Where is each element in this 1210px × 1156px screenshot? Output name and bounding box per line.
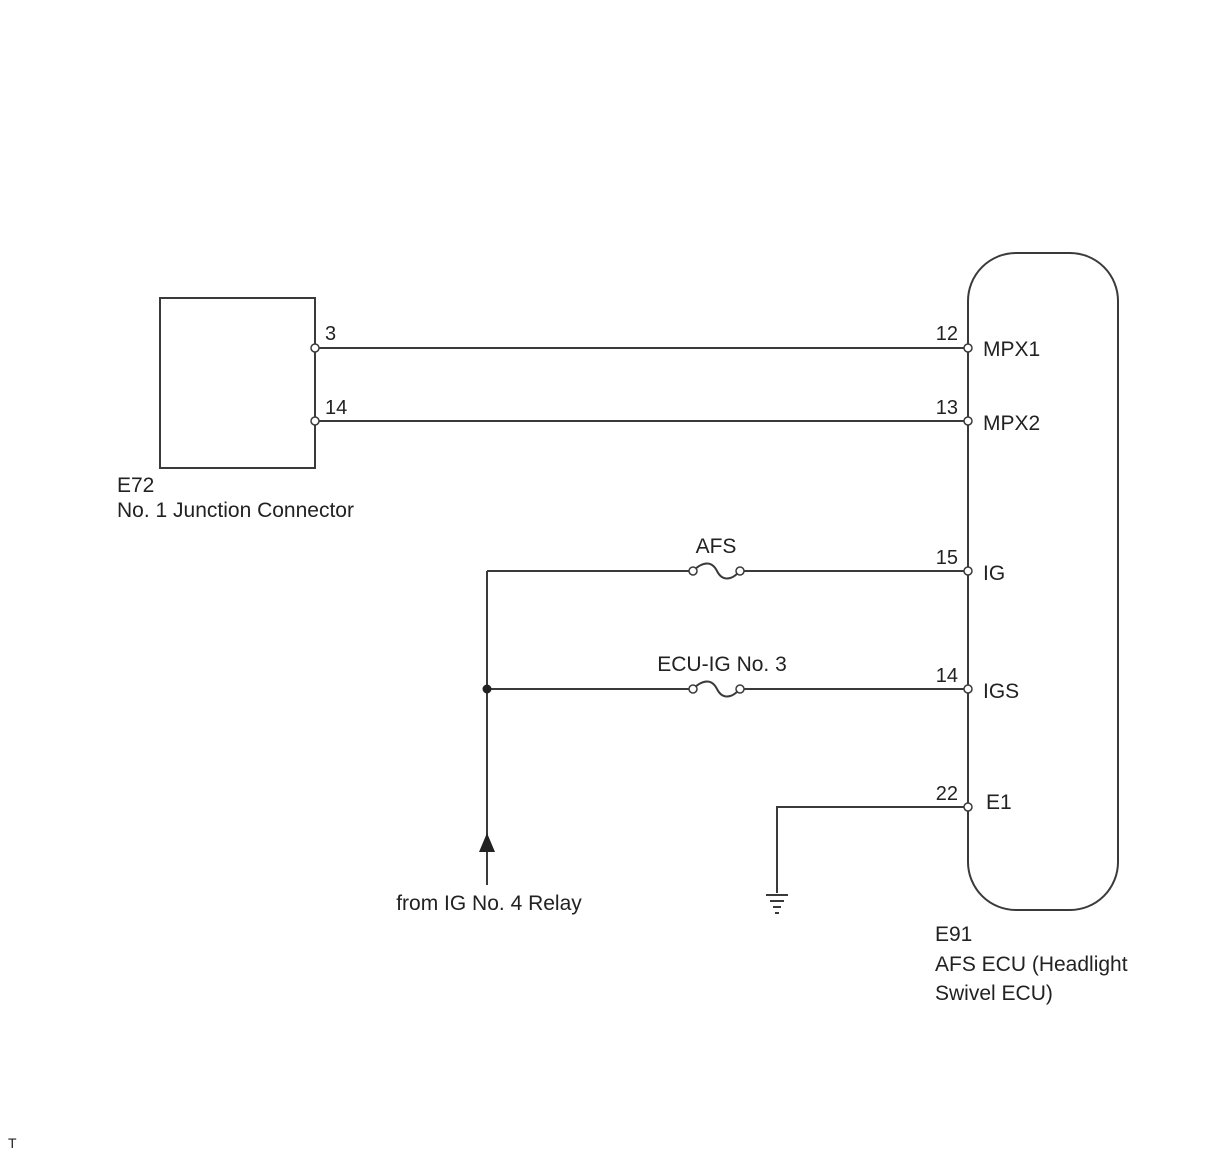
afs-fuse-terminal-left xyxy=(688,566,698,576)
ecu-ig-fuse-label: ECU-IG No. 3 xyxy=(657,653,787,676)
e91-signal-name: IGS xyxy=(983,680,1019,703)
e91-signal-name: IG xyxy=(983,562,1005,585)
e91-pin-number: 14 xyxy=(936,665,958,687)
e72-pin-label: 14 xyxy=(325,397,347,419)
e91-name-label: AFS ECU (Headlight xyxy=(935,953,1128,976)
ecu-ig-fuse-terminal-right xyxy=(735,684,745,694)
ground-icon xyxy=(766,894,788,914)
e91-terminal-12 xyxy=(963,343,973,353)
arrow-up-icon xyxy=(479,833,495,852)
afs-fuse-terminal-right xyxy=(735,566,745,576)
afs-fuse-symbol xyxy=(692,562,741,580)
junction-connector-box xyxy=(159,297,316,469)
e91-pin-number: 15 xyxy=(936,547,958,569)
e72-terminal-3 xyxy=(310,343,320,353)
e72-pin-label: 3 xyxy=(325,323,336,345)
e91-terminal-13 xyxy=(963,416,973,426)
e91-name-label: Swivel ECU) xyxy=(935,982,1053,1005)
e91-terminal-14 xyxy=(963,684,973,694)
ecu-box xyxy=(967,252,1119,911)
ecu-ig-fuse-symbol xyxy=(692,680,741,698)
splice-point xyxy=(482,684,492,694)
e91-terminal-15 xyxy=(963,566,973,576)
e91-pin-number: 13 xyxy=(936,397,958,419)
e91-pin-number: 22 xyxy=(936,783,958,805)
e91-signal-name: MPX1 xyxy=(983,338,1040,361)
afs-fuse-label: AFS xyxy=(696,535,737,558)
e72-terminal-14 xyxy=(310,416,320,426)
e72-name-label: No. 1 Junction Connector xyxy=(117,499,354,522)
e91-signal-name: MPX2 xyxy=(983,412,1040,435)
e1-ground-wire xyxy=(776,806,968,893)
e72-code-label: E72 xyxy=(117,474,154,497)
e91-code-label: E91 xyxy=(935,923,972,946)
e91-signal-name: E1 xyxy=(986,791,1012,814)
e91-terminal-22 xyxy=(963,802,973,812)
corner-mark: T xyxy=(8,1135,17,1151)
ecu-ig-fuse-terminal-left xyxy=(688,684,698,694)
relay-source-label: from IG No. 4 Relay xyxy=(396,892,582,915)
e91-pin-number: 12 xyxy=(936,323,958,345)
